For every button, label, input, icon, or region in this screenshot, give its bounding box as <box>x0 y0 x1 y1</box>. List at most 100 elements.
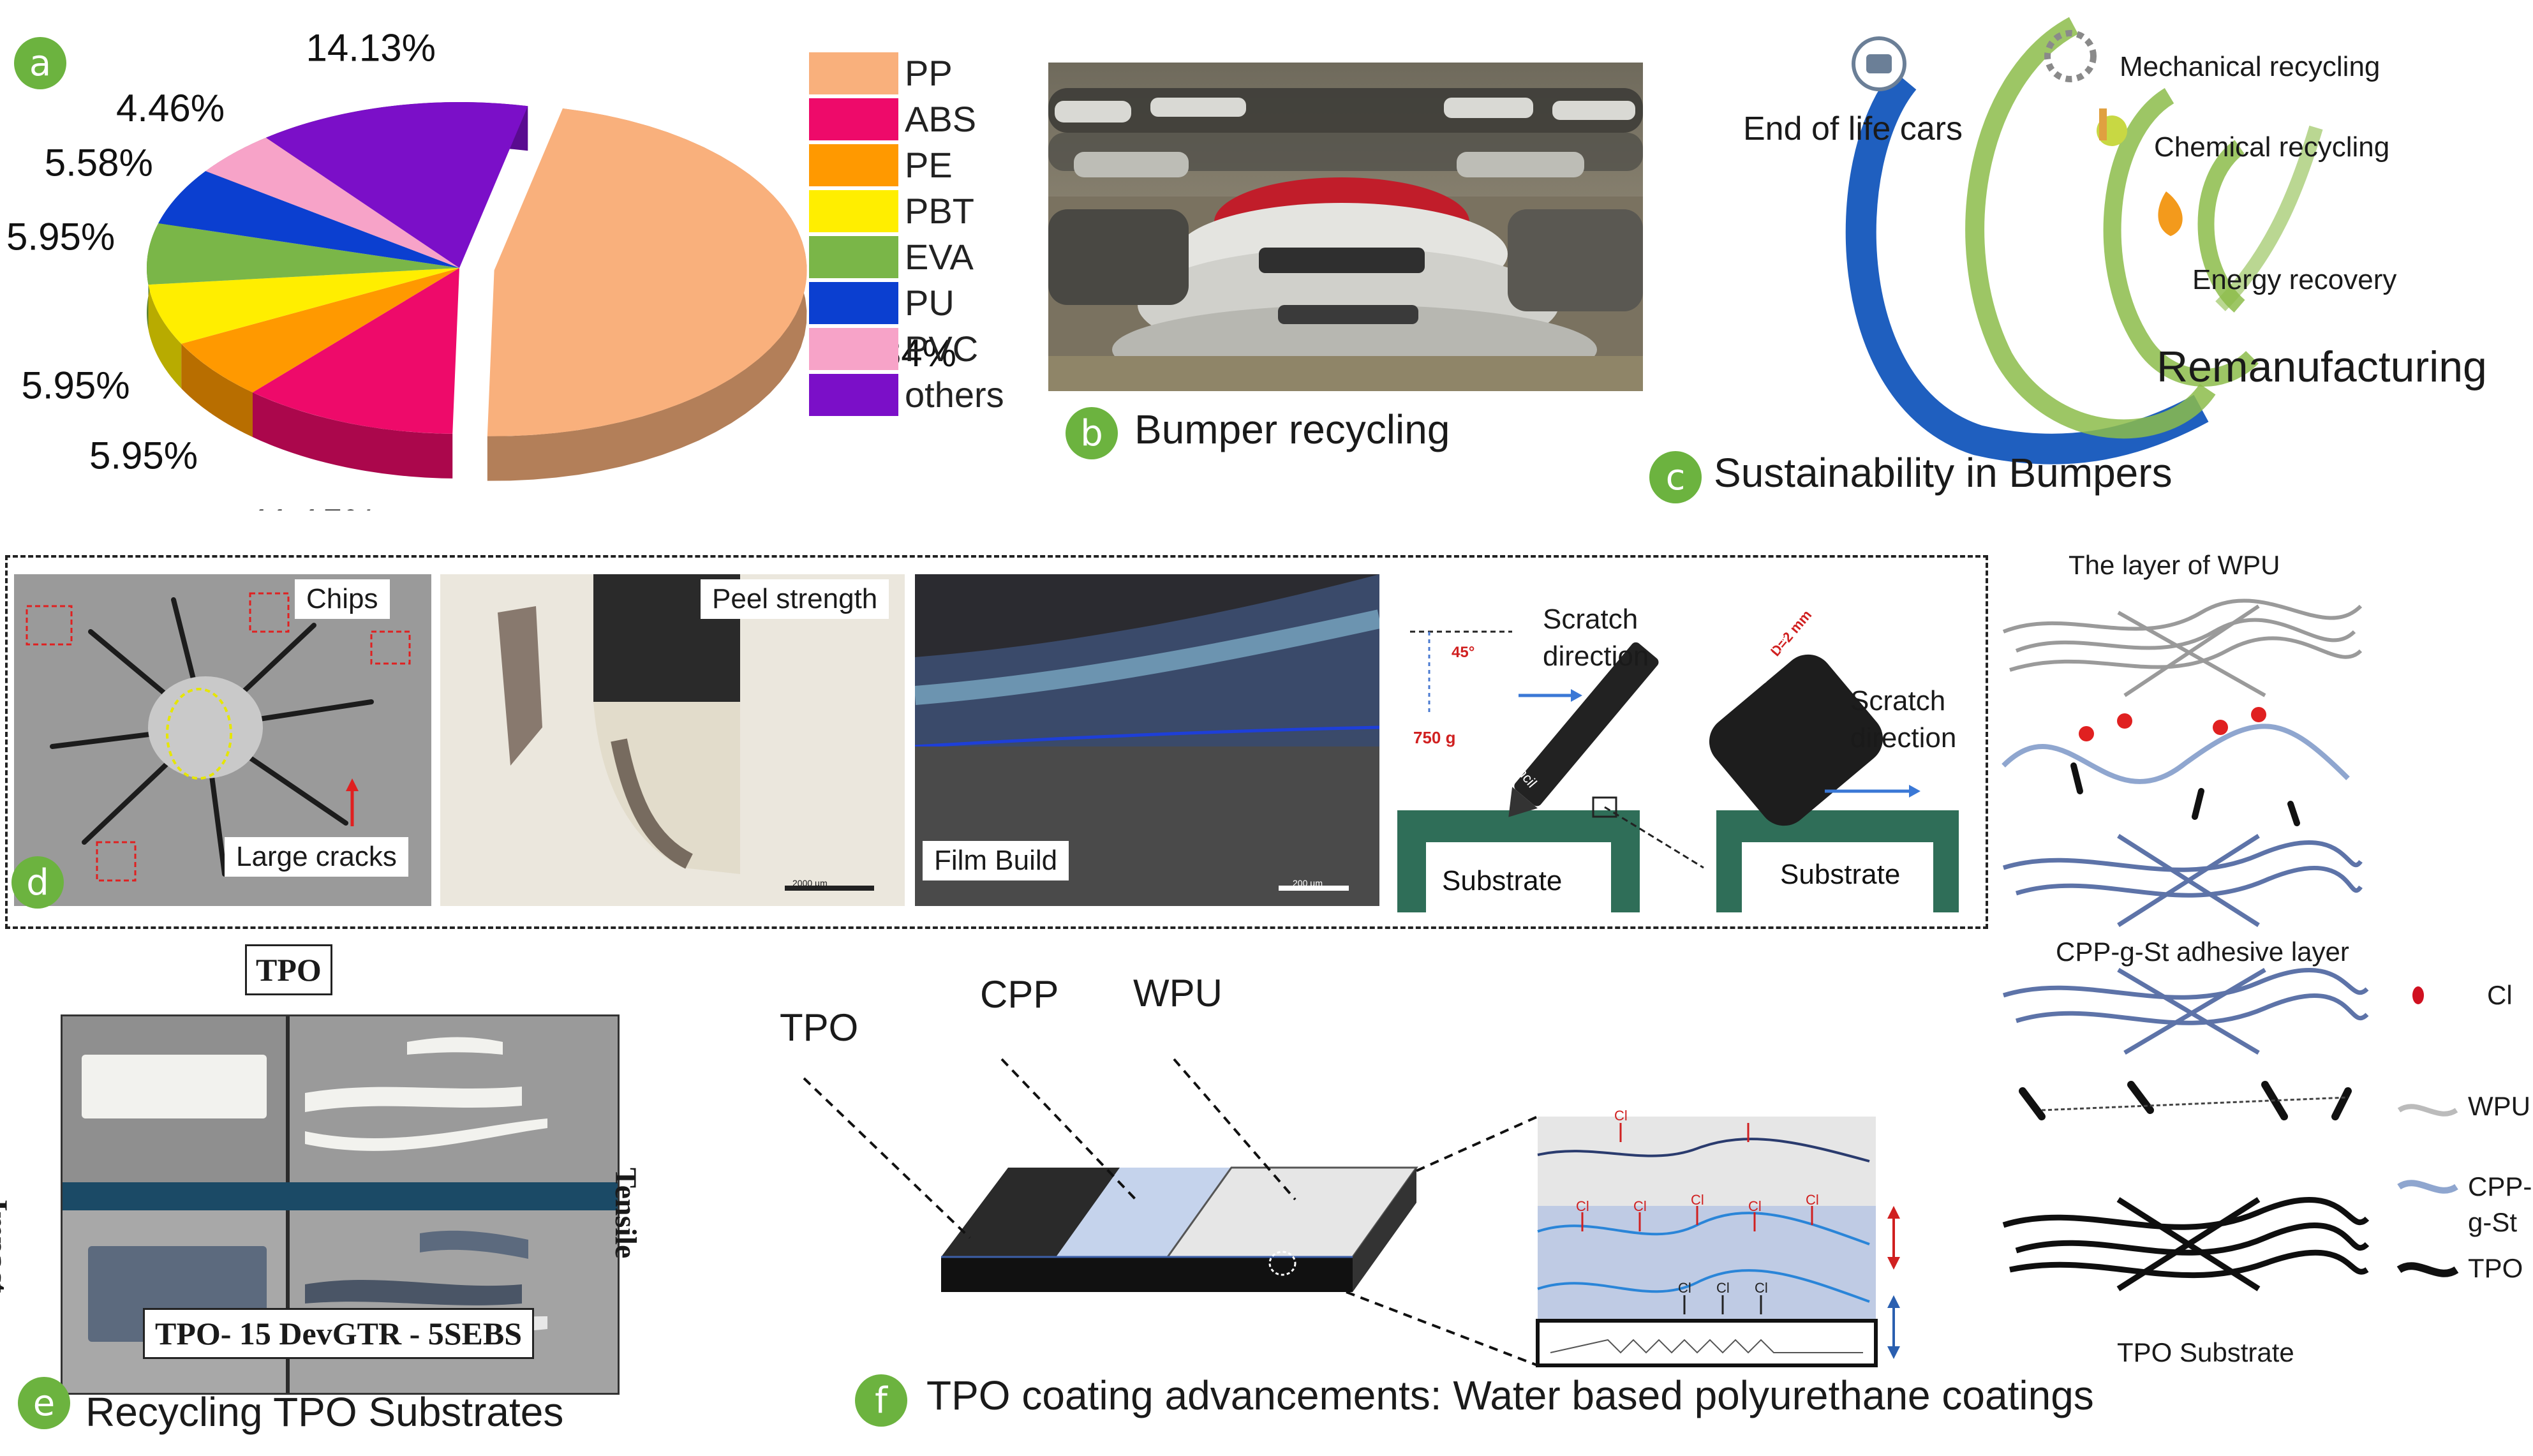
cl-label-6: Cl <box>1806 1192 1819 1208</box>
peel-strength-label: Peel strength <box>701 579 889 619</box>
scale-bar-2: 200 µm <box>1293 878 1323 888</box>
legend-swatch-pbt <box>809 190 898 232</box>
cl-label-1: Cl <box>1614 1108 1628 1124</box>
legend-swatch-pp <box>809 52 898 94</box>
panel-d-frame <box>5 555 1988 929</box>
panel-c-caption: Sustainability in Bumpers <box>1714 450 2173 496</box>
angle-label: 45° <box>1452 644 1474 661</box>
scratch-direction-label-1: Scratch direction <box>1543 604 1649 672</box>
panel-e-caption: Recycling TPO Substrates <box>85 1389 564 1435</box>
cl-label-4: Cl <box>1691 1192 1704 1208</box>
legend-label-pbt: PBT <box>905 191 974 231</box>
legend-wpu: WPU <box>2468 1091 2530 1121</box>
energy-recovery-label: Energy recovery <box>2192 264 2397 295</box>
panel-e-badge: e <box>18 1377 70 1429</box>
end-of-life-label: End of life cars <box>1743 110 1963 147</box>
pie-slice-abs <box>252 268 459 434</box>
panel-b: b Bumper recycling <box>1040 0 1646 485</box>
substrate-label-1: Substrate <box>1442 865 1562 896</box>
legend-label-abs: ABS <box>905 99 976 139</box>
wpu-layer-title: The layer of WPU <box>2069 550 2280 580</box>
bumper-photo <box>1048 63 1643 391</box>
legend-label-pvc: PVC <box>905 329 978 369</box>
pie-slice-side-pe <box>181 343 253 438</box>
tpo-callout: TPO <box>780 1006 859 1049</box>
scale-bar-1: 2000 µm <box>792 878 828 888</box>
pie-value-label-others: 14.13% <box>306 26 436 69</box>
adhesive-layer-title: CPP-g-St adhesive layer <box>2056 937 2349 967</box>
panel-e: TPO Impact Tensile TPO- 15 DevGTR - 5SEB… <box>0 932 702 1456</box>
sustainability-arrows <box>1845 17 2323 464</box>
pie-chart: 46.84%11.15%5.95%5.95%5.95%5.58%4.46%14.… <box>6 26 1004 510</box>
legend-swatch-pu <box>809 282 898 324</box>
chips-label: Chips <box>295 579 390 619</box>
large-cracks-label: Large cracks <box>225 837 408 877</box>
cl-label-5: Cl <box>1748 1198 1762 1214</box>
panel-c: End of life cars Mechanical recycling Ch… <box>1646 0 2533 510</box>
pie-slice-side-pbt <box>148 285 182 389</box>
tpo-blend-label: TPO- 15 DevGTR - 5SEBS <box>143 1308 535 1359</box>
pie-value-label-eva: 5.95% <box>6 215 115 258</box>
legend-label-pu: PU <box>905 283 955 323</box>
wpu-callout: WPU <box>1133 972 1222 1014</box>
panel-c-badge: c <box>1649 451 1702 503</box>
pie-slice-pp <box>487 108 807 436</box>
legend-swatch-pe <box>809 144 898 186</box>
layer-schematic: The layer of WPU <box>1991 536 2533 1378</box>
legend-label-pp: PP <box>905 53 953 93</box>
legend-tpo: TPO <box>2468 1253 2523 1283</box>
coating-schematic: Cl Cl Cl Cl Cl Cl Cl Cl Cl <box>803 1058 1900 1367</box>
pie-value-label-pe: 5.95% <box>89 434 198 477</box>
legend-label-eva: EVA <box>905 237 974 277</box>
pie-slice-side-abs <box>252 392 453 479</box>
pie-value-label-pvc: 4.46% <box>116 87 225 130</box>
cpp-callout: CPP <box>980 973 1059 1016</box>
film-build-micrograph: Film Build 200 µm <box>915 574 1379 906</box>
legend-label-others: others <box>905 375 1004 415</box>
sem-micrograph: Chips Large cracks <box>14 574 431 906</box>
legend-swatch-abs <box>809 98 898 140</box>
impact-tensile-photo <box>61 1014 620 1395</box>
legend-label-pe: PE <box>905 145 953 185</box>
panel-d-badge: d <box>11 856 64 909</box>
legend-swatch-others <box>809 374 898 416</box>
substrate-label-2: Substrate <box>1780 859 1900 890</box>
load-label: 750 g <box>1413 728 1456 747</box>
peel-strength-photo: Peel strength 2000 µm <box>440 574 905 906</box>
panel-f-caption: TPO coating advancements: Water based po… <box>926 1372 2094 1418</box>
impact-label: Impact <box>0 1200 13 1293</box>
pie-value-label-pbt: 5.95% <box>21 364 130 406</box>
panel-f-badge: f <box>855 1374 907 1427</box>
mechanical-recycling-label: Mechanical recycling <box>2120 51 2381 82</box>
cl-label-9: Cl <box>1755 1280 1768 1296</box>
pie-value-label-pu: 5.58% <box>45 142 153 184</box>
pie-slice-others <box>265 101 528 268</box>
pie-slice-pvc <box>205 137 459 268</box>
tensile-label: Tensile <box>609 1168 643 1259</box>
tpo-substrate-title: TPO Substrate <box>2117 1337 2294 1367</box>
panel-d: Chips Large cracks d Peel strength 2000 … <box>0 555 1991 932</box>
film-build-label: Film Build <box>923 841 1069 880</box>
tpo-top-label: TPO <box>245 944 332 995</box>
cl-label-8: Cl <box>1716 1280 1730 1296</box>
legend-swatch-pvc <box>809 328 898 370</box>
panel-a-badge: a <box>14 37 66 89</box>
pie-slice-eva <box>147 223 459 285</box>
chemical-recycling-label: Chemical recycling <box>2154 131 2390 163</box>
legend-cpp-g-st: CPP- g-St <box>2468 1171 2532 1237</box>
remanufacturing-label: Remanufacturing <box>2157 343 2487 391</box>
pie-slice-pu <box>158 171 459 268</box>
scratch-direction-label-2: Scratch direction <box>1850 685 1957 754</box>
cl-label-3: Cl <box>1633 1198 1647 1214</box>
pie-slice-pe <box>181 268 459 393</box>
cl-label-2: Cl <box>1576 1198 1589 1214</box>
pie-slice-pbt <box>148 268 460 344</box>
panel-a: a 46.84%11.15%5.95%5.95%5.95%5.58%4.46%1… <box>0 0 1021 510</box>
panel-b-caption: Bumper recycling <box>1134 406 1450 452</box>
panel-b-badge: b <box>1066 407 1118 459</box>
legend-swatch-eva <box>809 236 898 278</box>
scratch-test-diagram: 45° 750 g Pencil D=2 mm Substrate Substr… <box>1397 607 1959 912</box>
panel-f: Cl Cl Cl Cl Cl Cl Cl Cl Cl TPO CPP WPU f… <box>702 932 2094 1456</box>
legend-cl: Cl <box>2487 980 2513 1010</box>
pie-value-label-abs: 11.15% <box>250 501 377 510</box>
